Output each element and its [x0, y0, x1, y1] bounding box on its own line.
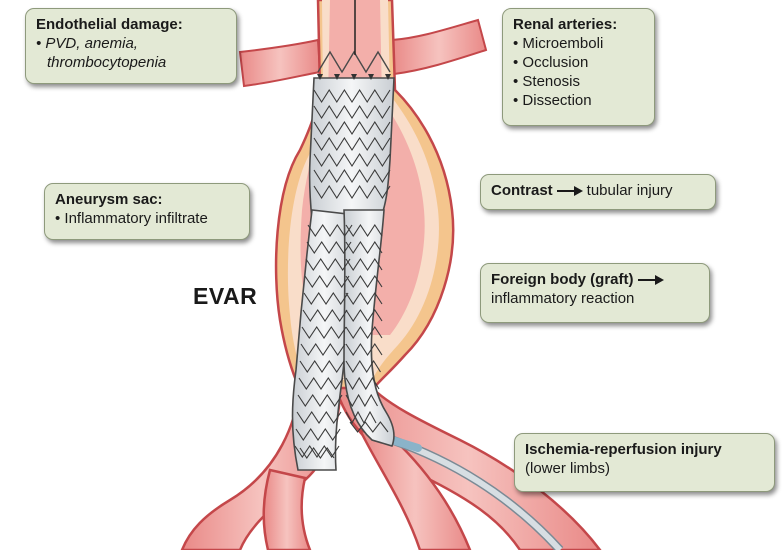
list-item: Inflammatory infiltrate	[55, 209, 239, 228]
callout-line: inflammatory reaction	[491, 289, 699, 308]
callout-line: • PVD, anemia,	[36, 34, 226, 53]
list-item: Occlusion	[513, 53, 644, 72]
callout-contrast: Contrast tubular injury	[480, 174, 716, 210]
figure-label: EVAR	[193, 283, 257, 310]
aneurysm-list: Inflammatory infiltrate	[55, 209, 239, 228]
callout-line: Contrast tubular injury	[491, 181, 705, 200]
list-item: Stenosis	[513, 72, 644, 91]
callout-title: Renal arteries:	[513, 15, 644, 34]
callout-text: PVD, anemia,	[45, 35, 138, 52]
renal-list: Microemboli Occlusion Stenosis Dissectio…	[513, 34, 644, 110]
callout-ischemia-reperfusion: Ischemia-reperfusion injury (lower limbs…	[514, 433, 775, 492]
callout-aneurysm-sac: Aneurysm sac: Inflammatory infiltrate	[44, 183, 250, 240]
bullet: •	[36, 35, 45, 52]
arrow-right-icon	[638, 275, 664, 285]
list-item: Dissection	[513, 91, 644, 110]
callout-line: thrombocytopenia	[36, 53, 226, 72]
callout-renal-arteries: Renal arteries: Microemboli Occlusion St…	[502, 8, 655, 126]
callout-endothelial-damage: Endothelial damage: • PVD, anemia, throm…	[25, 8, 237, 84]
callout-title: Aneurysm sac:	[55, 190, 239, 209]
callout-title: Ischemia-reperfusion injury	[525, 440, 764, 459]
callout-text: tubular injury	[587, 182, 673, 199]
callout-foreign-body: Foreign body (graft) inflammatory reacti…	[480, 263, 710, 323]
callout-title: Endothelial damage:	[36, 15, 226, 34]
callout-title: Foreign body (graft)	[491, 271, 634, 288]
callout-line: (lower limbs)	[525, 459, 764, 478]
callout-title: Contrast	[491, 182, 553, 199]
list-item: Microemboli	[513, 34, 644, 53]
callout-line: Foreign body (graft)	[491, 270, 699, 289]
arrow-right-icon	[557, 186, 583, 196]
